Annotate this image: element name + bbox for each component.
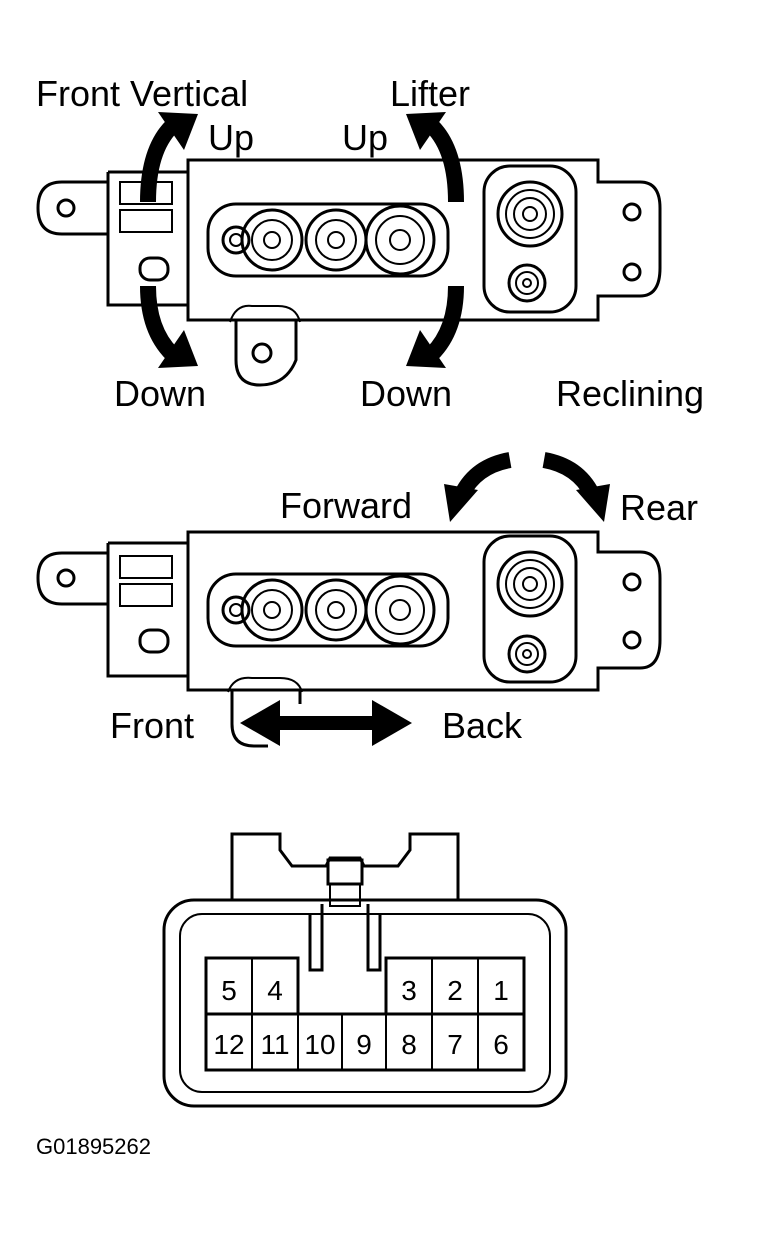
left-mount-hole-bottom — [56, 568, 76, 588]
figure-code: G01895262 — [36, 1134, 151, 1159]
pin-label: 5 — [221, 975, 237, 1006]
left-mount-tab-bottom — [36, 551, 108, 606]
lumbar-knob-bottom — [507, 634, 547, 674]
switch-bottom — [36, 530, 662, 748]
left-body-bottom — [106, 541, 188, 678]
label-front-vertical-down: Down — [114, 373, 206, 414]
lifter-up-arrow — [406, 112, 464, 203]
label-lifter: Lifter — [390, 73, 470, 114]
connector-bottom-row — [205, 1013, 525, 1071]
main-body-bottom — [186, 530, 662, 692]
lifter-knob-top — [304, 208, 368, 272]
rear-vertical-knob-top — [364, 204, 436, 276]
lumbar-knob-top — [507, 263, 547, 303]
connector-face: 5 4 3 2 1 12 11 10 9 8 7 6 — [162, 832, 568, 1108]
slide-front-back-arrow — [240, 700, 412, 746]
recline-knob-bottom — [496, 550, 564, 618]
slide-lever — [230, 690, 302, 748]
connector-lock-stem — [329, 883, 361, 907]
rear-vertical-knob-bottom — [364, 574, 436, 646]
small-slot-top — [138, 256, 170, 282]
right-mount-hole-2-bottom — [622, 630, 642, 650]
connector-inner-shell — [179, 913, 551, 1093]
connector-top-row — [205, 957, 525, 1015]
right-mount-hole-2-top — [622, 262, 642, 282]
left-mount-tab-top — [36, 180, 108, 236]
right-mount-hole-1-bottom — [622, 572, 642, 592]
pin-label: 8 — [401, 1029, 417, 1060]
label-reclining: Reclining — [556, 373, 704, 414]
pin-label: 7 — [447, 1029, 463, 1060]
recline-forward-arrow — [444, 452, 512, 522]
pin-label: 11 — [260, 1029, 289, 1060]
label-lifter-down: Down — [360, 373, 452, 414]
small-knob-bottom — [221, 595, 251, 625]
pin-label: 3 — [401, 975, 417, 1006]
front-vertical-up-arrow — [140, 112, 198, 203]
bottom-tab-top — [234, 320, 298, 387]
pin-label: 12 — [213, 1029, 244, 1060]
pin-label: 9 — [356, 1029, 372, 1060]
left-mount-hole-top — [56, 198, 76, 218]
connector-latch-housing — [230, 832, 460, 900]
bottom-tab-hole-top — [251, 342, 273, 364]
label-rear: Rear — [620, 487, 698, 528]
front-vertical-down-arrow — [140, 285, 198, 368]
lifter-down-arrow — [406, 285, 464, 368]
knob-plate-top — [206, 202, 450, 278]
main-body-top — [186, 158, 662, 322]
connector-outer-shell — [162, 898, 568, 1108]
lifter-knob-bottom — [304, 578, 368, 642]
bottom-tab-rim-top — [229, 304, 301, 323]
label-front: Front — [110, 705, 194, 746]
front-vertical-knob-top — [240, 208, 304, 272]
small-knob-top — [221, 225, 251, 255]
label-front-vertical-up: Up — [208, 117, 254, 158]
pin-label: 4 — [267, 975, 283, 1006]
pin-label: 6 — [493, 1029, 509, 1060]
recline-knob-top — [496, 180, 564, 248]
recline-rear-arrow — [542, 452, 610, 522]
slide-lever-rim — [227, 676, 303, 693]
recline-panel-bottom — [482, 534, 578, 684]
connector-slot-2-top — [119, 209, 173, 233]
right-mount-hole-1-top — [622, 202, 642, 222]
label-back: Back — [442, 705, 523, 746]
connector-slot-2-bottom — [119, 583, 173, 607]
label-lifter-up: Up — [342, 117, 388, 158]
switch-top — [36, 158, 662, 387]
label-front-vertical: Front Vertical — [36, 73, 248, 114]
knob-plate-bottom — [206, 572, 450, 648]
pin-label: 10 — [304, 1029, 335, 1060]
connector-lock-tab — [326, 858, 364, 886]
connector-key-notch — [308, 904, 382, 972]
label-forward: Forward — [280, 485, 412, 526]
front-vertical-knob-bottom — [240, 578, 304, 642]
pin-label: 1 — [493, 975, 509, 1006]
small-slot-bottom — [138, 628, 170, 654]
connector-slot-1-bottom — [119, 555, 173, 579]
pin-label: 2 — [447, 975, 463, 1006]
recline-panel-top — [482, 164, 578, 314]
